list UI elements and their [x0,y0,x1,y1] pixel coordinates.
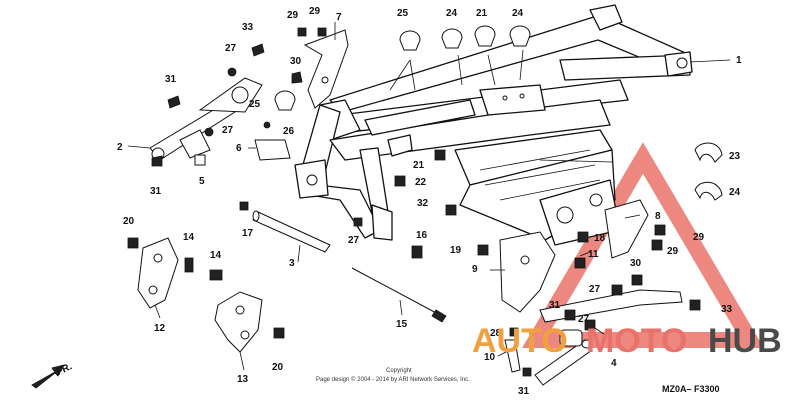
callout-1: 1 [736,55,742,66]
leader-lines [127,22,731,371]
part-15-long-bolt [351,267,447,323]
watermark-text: AUTO MOTO HUB [472,322,782,360]
callout-4: 4 [611,358,617,369]
callout-33a: 33 [242,22,254,33]
watermark-logo [522,142,764,348]
part-24-clamp [694,181,723,201]
callout-29b: 29 [309,6,321,17]
main-frame [294,4,693,246]
callout-30b: 30 [630,258,642,269]
callout-33b: 33 [721,304,733,315]
callout-21b: 21 [413,160,425,171]
callout-20a: 20 [123,216,135,227]
callout-13: 13 [237,374,249,385]
front-indicator-label: FR. [55,361,74,378]
part-6-plate [254,139,291,161]
lower-bracket [539,289,683,323]
callout-25a: 25 [397,8,409,19]
callout-15: 15 [396,319,408,330]
fasteners [127,27,701,377]
callout-10: 10 [484,352,496,363]
watermark-word-auto: AUTO [472,322,568,360]
callout-30a: 30 [290,56,302,67]
callout-5: 5 [199,176,205,187]
callout-31d: 31 [518,386,530,397]
callout-22: 22 [415,177,427,188]
callout-26: 26 [283,126,295,137]
part-4-tube [534,339,593,386]
callout-24a: 24 [446,8,458,19]
callout-31c: 31 [549,300,561,311]
callout-31b: 31 [150,186,162,197]
part-8-plate [604,199,649,259]
callout-14b: 14 [210,250,222,261]
callout-24b: 24 [512,8,524,19]
callout-28: 28 [490,328,502,339]
callout-labels: 1 2 3 4 5 6 7 8 9 10 11 12 13 14 14 15 1… [117,6,742,397]
callout-12: 12 [154,323,166,334]
callout-25b: 25 [249,99,261,110]
front-arrow-icon [31,364,65,389]
callout-23: 23 [729,151,741,162]
copyright-line-1: Copyright [386,368,412,374]
callout-29d: 29 [667,246,679,257]
callout-17: 17 [242,228,254,239]
callout-19: 19 [450,245,462,256]
callout-27c: 27 [348,235,360,246]
callout-2: 2 [117,142,123,153]
callout-27b: 27 [222,125,234,136]
callout-27e: 27 [578,314,590,325]
copyright-line-2: Page design © 2004 - 2014 by ARI Network… [316,376,470,383]
callout-7: 7 [336,12,342,23]
callout-32: 32 [417,198,429,209]
diagram-code: MZ0A– F3300 [662,384,720,394]
callout-29a: 29 [287,10,299,21]
callout-11: 11 [588,249,599,260]
callout-3: 3 [289,258,295,269]
callout-9: 9 [472,264,478,275]
callout-21a: 21 [476,8,488,19]
part-23-clamp [694,142,723,163]
callout-20b: 20 [272,362,284,373]
part-3-tube [252,210,331,253]
part-9-plate [499,231,556,313]
callout-18: 18 [594,233,606,244]
callout-27a: 27 [225,43,237,54]
callout-29c: 29 [693,232,705,243]
watermark-word-moto: MOTO [586,322,687,360]
callout-6: 6 [236,143,242,154]
callout-8: 8 [655,211,661,222]
part-13-plate [214,291,263,353]
callout-14a: 14 [183,232,195,243]
callout-24c: 24 [729,187,741,198]
watermark-word-hub: HUB [708,322,782,360]
callout-31a: 31 [165,74,177,85]
part-7-bracket [303,29,349,109]
part-12-plate [137,237,179,309]
callout-16: 16 [416,230,428,241]
part-2-front-bracket [149,77,263,161]
callout-27d: 27 [589,284,601,295]
top-clamps [274,25,531,111]
